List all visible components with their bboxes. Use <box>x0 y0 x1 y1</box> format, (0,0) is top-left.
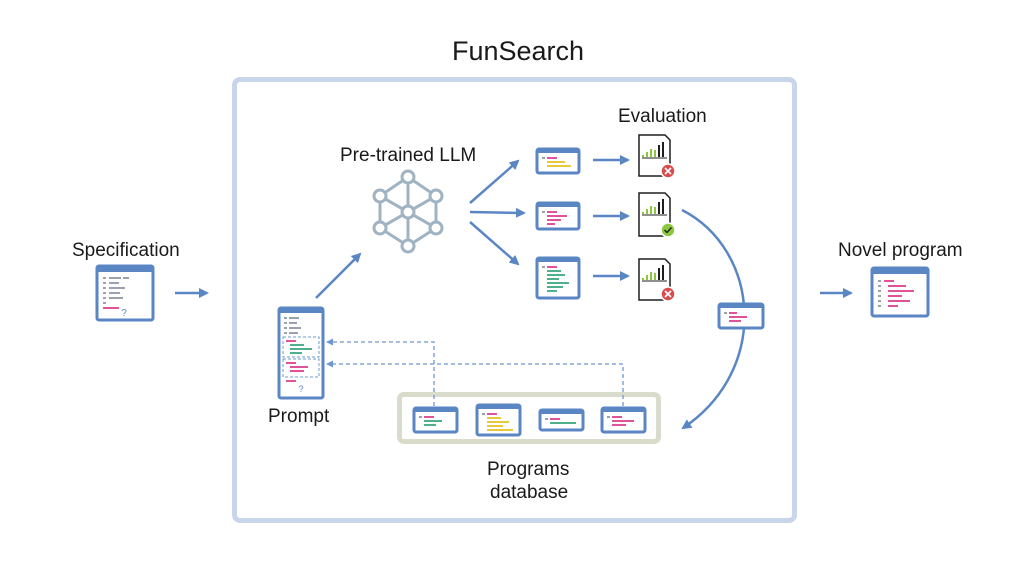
llm-to-program-2-arrow <box>469 207 526 218</box>
database-program-1-icon <box>412 406 459 434</box>
prompt-document-icon: ? <box>277 306 325 400</box>
evaluation-fail-2-icon <box>638 258 676 302</box>
evaluation-fail-1-icon <box>638 134 676 179</box>
database-program-4-icon <box>600 406 647 434</box>
pass-icon <box>660 222 676 238</box>
passing-program-icon <box>717 302 765 330</box>
llm-to-program-3-arrow <box>469 221 520 266</box>
prompt-label: Prompt <box>268 406 330 427</box>
evaluation-label: Evaluation <box>618 106 707 127</box>
specification-label: Specification <box>72 240 180 261</box>
diagram-title: FunSearch <box>451 36 585 66</box>
programs-database-box <box>397 392 661 444</box>
database-program-2-icon <box>475 403 522 437</box>
generated-program-2-icon <box>535 201 581 231</box>
neural-network-icon <box>372 169 444 254</box>
database-label-line2: database <box>490 482 569 503</box>
novel-program-document-icon <box>870 266 930 318</box>
sample-line-2 <box>326 360 624 406</box>
sample-line-1 <box>326 338 435 406</box>
novel-program-label: Novel program <box>838 240 963 261</box>
spec-unknown-mark: ? <box>121 308 127 319</box>
database-program-3-icon <box>538 408 585 432</box>
specification-document-icon: ? <box>95 264 155 322</box>
generated-program-3-icon <box>535 256 581 300</box>
database-label-line1: Programs <box>487 459 570 480</box>
prompt-unknown-mark: ? <box>298 384 303 394</box>
funsearch-panel <box>232 77 797 523</box>
generated-program-1-icon <box>535 147 581 175</box>
llm-label: Pre-trained LLM <box>340 145 477 166</box>
llm-to-program-1-arrow <box>469 159 520 204</box>
prompt-to-llm-arrow <box>315 252 362 299</box>
evaluation-pass-icon <box>638 192 676 238</box>
